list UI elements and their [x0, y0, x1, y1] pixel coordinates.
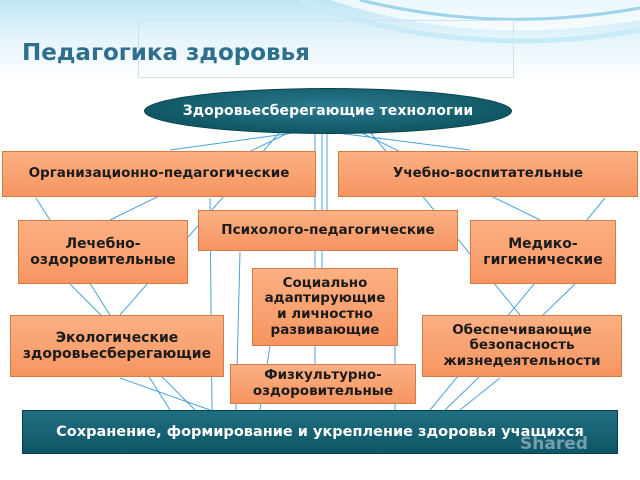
box-psychological: Психолого-педагогические [198, 210, 458, 251]
watermark: Shared [520, 434, 588, 454]
box-medical-hygienic: Медико- гигиенические [470, 220, 616, 284]
box-educational: Учебно-воспитательные [338, 151, 638, 197]
box-organizational: Организационно-педагогические [2, 151, 316, 197]
box-ecological: Экологические здоровьесберегающие [10, 315, 224, 377]
header-band [0, 0, 640, 80]
title-frame [138, 20, 514, 78]
bottom-goal-bar: Сохранение, формирование и укрепление зд… [22, 410, 618, 454]
box-physical: Физкультурно- оздоровительные [230, 364, 416, 404]
center-ellipse: Здоровьесберегающие технологии [144, 88, 512, 134]
box-therapeutic: Лечебно- оздоровительные [18, 220, 188, 284]
box-safety: Обеспечивающие безопасность жизнедеятель… [422, 315, 622, 377]
header-wave-decoration [299, 0, 640, 44]
box-social: Социально адаптирующие и личностно разви… [252, 268, 398, 346]
page-title: Педагогика здоровья [22, 40, 310, 66]
